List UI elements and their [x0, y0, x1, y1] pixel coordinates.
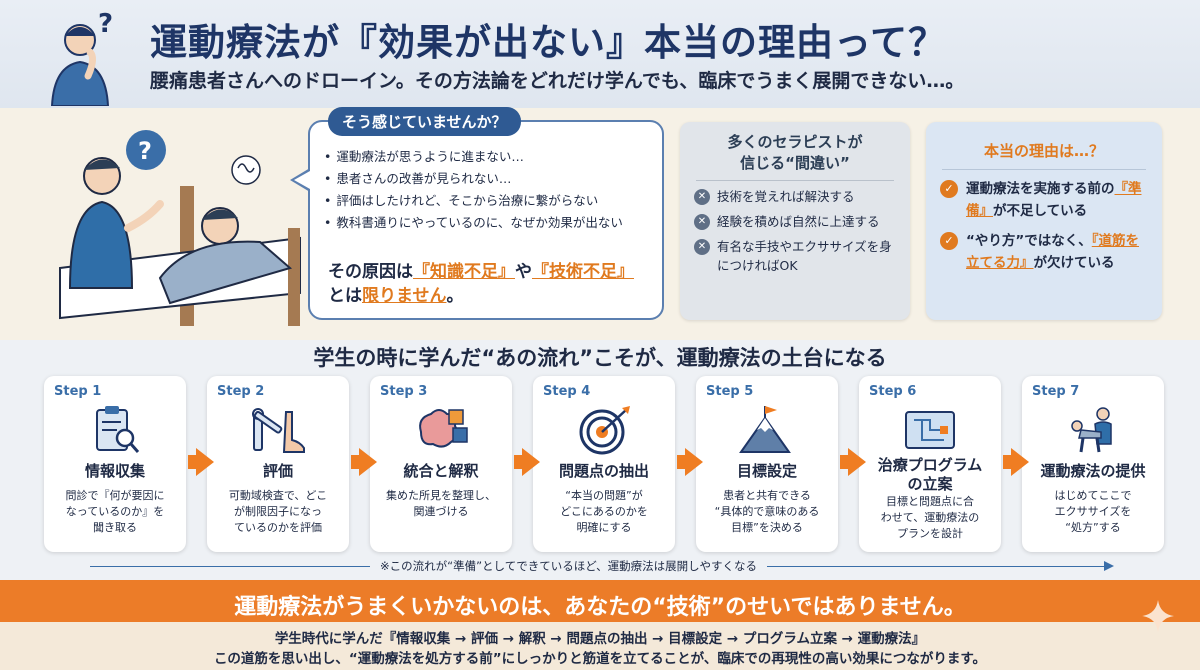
- therapist-patient-icon: [1071, 407, 1112, 453]
- step-name: 評価: [262, 462, 293, 480]
- step-label: Step 5: [706, 384, 754, 399]
- cause-skill: 『技術不足』: [532, 262, 634, 282]
- step-desc: 目標と問題点に合 わせて、運動療法の プランを設計: [880, 495, 980, 540]
- svg-text:?: ?: [98, 9, 113, 39]
- footer-line-2: この道筋を思い出し、“運動療法を処方する前”にしっかりと筋道を立てることが、臨床…: [213, 651, 987, 667]
- step-card-5: Step 5 目標設定 患者と共有できる “具体的で意味のある 目標”を決める: [696, 376, 838, 552]
- misconception-card: 多くのセラピストが 信じる“間違い” ✕技術を覚えれば解決する ✕経験を積めば自…: [680, 122, 910, 320]
- cause-prefix: その原因は: [328, 262, 413, 282]
- cause-not-limited: 限りません: [362, 286, 447, 306]
- mountain-flag-icon: [739, 406, 791, 453]
- step-label: Step 7: [1032, 384, 1080, 399]
- misconception-title: 多くのセラピストが 信じる“間違い”: [727, 133, 863, 172]
- divider: [696, 180, 894, 181]
- x-icon: ✕: [694, 214, 710, 230]
- divider: [942, 169, 1146, 170]
- steps-title: 学生の時に学んだ“あの流れ”こそが、運動療法の土台になる: [313, 346, 887, 370]
- bubble-tail-inner: [294, 171, 310, 189]
- concern-bubble: そう感じていませんか？ 運動療法が思うように進まない… 患者さんの改善が見られな…: [308, 107, 664, 320]
- flow-note: ※この流れが“準備”としてできているほど、運動療法は展開しやすくなる: [370, 558, 768, 574]
- cause-knowledge: 『知識不足』: [413, 262, 515, 282]
- cause-mid: や: [515, 262, 532, 282]
- flow-arrow-stem: [351, 455, 361, 469]
- step-card-6: Step 6 治療プログラム の立案 目標と問題点に合 わせて、運動療法の プラ…: [859, 376, 1001, 552]
- step-card-3: Step 3 統合と解釈 集めた所見を整理し、 関連づける: [370, 376, 512, 552]
- step-desc: 患者と共有できる “具体的で意味のある 目標”を決める: [714, 489, 820, 534]
- step-label: Step 3: [380, 384, 428, 399]
- misconception-item: ✕技術を覚えれば解決する: [694, 187, 900, 206]
- step-desc: 集めた所見を整理し、 関連づける: [386, 489, 496, 518]
- page-title: 運動療法が『効果が出ない』本当の理由って？: [150, 21, 947, 64]
- footer-headline: 運動療法がうまくいかないのは、あなたの“技術”のせいではありません。: [234, 595, 966, 620]
- step-desc: “本当の問題”が どこにあるのかを 明確にする: [560, 489, 648, 534]
- cause-line2-end: 。: [446, 286, 464, 306]
- clipboard-search-icon: [96, 406, 140, 453]
- check-icon: ✓: [940, 180, 958, 198]
- flow-arrow-icon: [685, 448, 703, 476]
- misconception-list: ✕技術を覚えれば解決する ✕経験を積めば自然に上達する ✕有名な手技やエクササイ…: [680, 187, 910, 275]
- flow-arrow-icon: [196, 448, 214, 476]
- flow-arrow-stem: [1003, 455, 1013, 469]
- x-icon: ✕: [694, 239, 710, 255]
- page-subtitle: 腰痛患者さんへのドローイン。その方法論をどれだけ学んでも、臨床でうまく展開できな…: [150, 70, 965, 92]
- sparkle-icon: [1142, 600, 1174, 632]
- true-reason-item: ✓ “やり方”ではなく、『道筋を立てる力』が欠けている: [940, 230, 1152, 274]
- step-name: 治療プログラム の立案: [877, 456, 983, 493]
- step-card-7: Step 7 運動療法の提供 はじめてここで エクササイズを “処方”する: [1022, 376, 1164, 552]
- goniometer-foot-icon: [252, 408, 305, 453]
- footer-panel: [0, 622, 1200, 670]
- flow-arrow-stem: [514, 455, 524, 469]
- flow-arrowhead-icon: [1104, 561, 1114, 571]
- thinking-therapist-icon: ?: [50, 9, 113, 106]
- flow-arrow-stem: [677, 455, 687, 469]
- step-desc: はじめてここで エクササイズを “処方”する: [1054, 489, 1132, 534]
- step-desc: 問診で『何が要因に なっているのか』を 聞き取る: [65, 489, 165, 534]
- flow-arrow-icon: [848, 448, 866, 476]
- true-reason-item: ✓ 運動療法を実施する前の『準備』が不足している: [940, 178, 1152, 222]
- flow-arrow-icon: [1011, 448, 1029, 476]
- true-reason-card: 本当の理由は…？ ✓ 運動療法を実施する前の『準備』が不足している ✓ “やり方…: [926, 122, 1162, 320]
- step-name: 問題点の抽出: [558, 462, 649, 480]
- concern-item: 評価はしたけれど、そこから治療に繋がらない: [324, 190, 623, 212]
- concern-bubble-title: そう感じていませんか？: [328, 107, 521, 136]
- brain-puzzle-icon: [419, 409, 468, 448]
- flow-arrow-icon: [522, 448, 540, 476]
- step-name: 情報収集: [84, 462, 145, 480]
- step-name: 目標設定: [736, 462, 797, 480]
- cause-statement: その原因は『知識不足』や『技術不足』 とは限りません。: [328, 260, 634, 308]
- blueprint-icon: [905, 411, 955, 449]
- flow-arrow-stem: [188, 455, 198, 469]
- cause-line2-prefix: とは: [328, 286, 362, 306]
- step-label: Step 6: [869, 384, 917, 399]
- step-name: 統合と解釈: [403, 462, 479, 480]
- header: [0, 0, 1200, 108]
- concern-item: 患者さんの改善が見られない…: [324, 168, 623, 190]
- flow-arrow-icon: [359, 448, 377, 476]
- true-reason-list: ✓ 運動療法を実施する前の『準備』が不足している ✓ “やり方”ではなく、『道筋…: [926, 178, 1162, 274]
- concern-item: 教科書通りにやっているのに、なぜか効果が出ない: [324, 212, 623, 234]
- footer-line-1: 学生時代に学んだ『情報収集 → 評価 → 解釈 → 問題点の抽出 → 目標設定 …: [274, 631, 926, 647]
- concern-list: 運動療法が思うように進まない… 患者さんの改善が見られない… 評価はしたけれど、…: [324, 146, 623, 234]
- check-icon: ✓: [940, 232, 958, 250]
- true-reason-title: 本当の理由は…？: [983, 142, 1104, 160]
- step-card-4: Step 4 問題点の抽出 “本当の問題”が どこにあるのかを 明確にする: [533, 376, 675, 552]
- therapist-patient-bed-illustration: ?: [59, 130, 301, 326]
- step-card-2: Step 2 評価 可動域検査で、どこ が制限因子になっ ているのかを評価: [207, 376, 349, 552]
- svg-text:?: ?: [138, 137, 152, 165]
- concern-item: 運動療法が思うように進まない…: [324, 146, 623, 168]
- step-label: Step 2: [217, 384, 265, 399]
- step-card-1: Step 1 情報収集 問診で『何が要因に なっているのか』を 聞き取る: [44, 376, 186, 552]
- misconception-item: ✕経験を積めば自然に上達する: [694, 212, 900, 231]
- misconception-item: ✕有名な手技やエクササイズを身につければOK: [694, 237, 900, 275]
- step-name: 運動療法の提供: [1040, 462, 1146, 480]
- step-label: Step 1: [54, 384, 102, 399]
- flow-arrow-stem: [840, 455, 850, 469]
- step-desc: 可動域検査で、どこ が制限因子になっ ているのかを評価: [228, 489, 328, 534]
- step-label: Step 4: [543, 384, 591, 399]
- target-icon: [579, 406, 630, 455]
- x-icon: ✕: [694, 189, 710, 205]
